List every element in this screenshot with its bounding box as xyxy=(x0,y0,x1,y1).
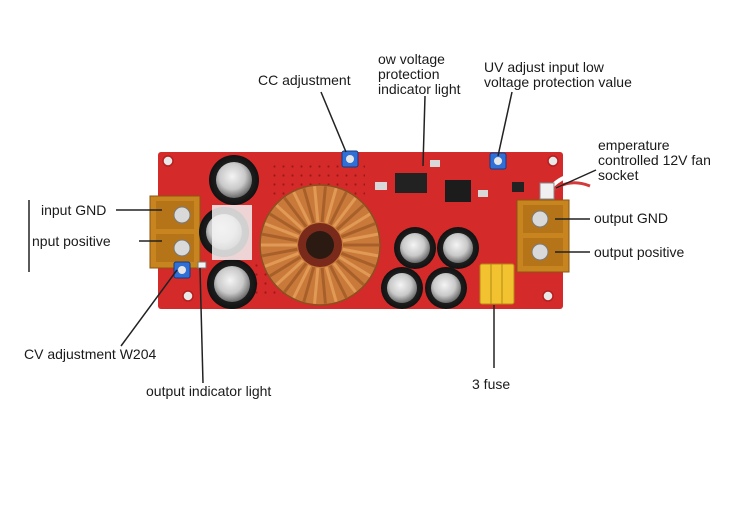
label-output-positive: output positive xyxy=(594,244,685,260)
coil-turn xyxy=(342,247,379,258)
fan-socket xyxy=(539,182,555,200)
coil-turn xyxy=(261,232,298,243)
mount-hole xyxy=(547,155,559,167)
coil-turn xyxy=(283,197,308,228)
label-fuse: 3 fuse xyxy=(472,376,511,392)
coil-windings xyxy=(261,186,379,304)
coil-turn xyxy=(302,266,316,303)
fuses xyxy=(479,263,515,305)
coil-turn xyxy=(335,259,365,286)
coil-turn xyxy=(324,266,338,303)
coil-turn xyxy=(328,191,348,226)
label-cv-adjustment: CV adjustment W204 xyxy=(24,346,157,362)
cc-trimpot-screw xyxy=(346,155,354,163)
coil-turn xyxy=(302,187,316,224)
output-indicator-led xyxy=(197,261,207,269)
mount-hole xyxy=(162,155,174,167)
coil-turn xyxy=(335,204,365,231)
coil-turn xyxy=(264,222,300,239)
coil-turn xyxy=(313,267,320,304)
coil-turn xyxy=(261,247,298,258)
output-capacitors xyxy=(381,227,479,309)
coil-turn xyxy=(292,191,312,226)
coil-turn xyxy=(324,187,338,224)
uv-trimpot-screw xyxy=(494,157,502,165)
label-output-gnd: output GND xyxy=(594,210,668,226)
label-input-positive: nput positive xyxy=(32,233,111,249)
coil-turn xyxy=(269,255,302,278)
coil-turn xyxy=(320,186,327,223)
mount-hole xyxy=(542,290,554,302)
coil-turn xyxy=(332,197,357,228)
coil-turn xyxy=(328,264,348,299)
output-terminal-block xyxy=(516,199,570,273)
input-capacitors xyxy=(199,155,259,309)
label-cc-adjustment: CC adjustment xyxy=(258,72,351,88)
control-ic xyxy=(375,160,524,202)
coil-turn xyxy=(332,262,357,293)
coil-turn xyxy=(320,267,327,304)
label-input-gnd: input GND xyxy=(41,202,107,218)
coil-turn xyxy=(313,186,320,223)
label-fan-socket: emperature controlled 12V fan socket xyxy=(598,137,711,183)
coil-turn xyxy=(264,251,300,268)
coil-turn xyxy=(292,264,312,299)
coil-turn xyxy=(340,222,376,239)
coil-turn xyxy=(340,251,376,268)
mount-hole xyxy=(182,290,194,302)
label-output-indicator-light: output indicator light xyxy=(146,383,272,399)
leader-lines xyxy=(28,91,597,384)
toroidal-inductor xyxy=(259,184,381,306)
cv-trimpot-screw xyxy=(178,266,186,274)
coil-turn xyxy=(283,262,308,293)
coil-turn xyxy=(269,212,302,235)
coil-turn xyxy=(275,259,305,286)
coil-turn xyxy=(275,204,305,231)
input-terminal-block xyxy=(149,195,201,269)
coil-turn xyxy=(338,212,371,235)
label-uv-adjust: UV adjust input low voltage protection v… xyxy=(484,59,632,90)
coil-turn xyxy=(342,232,379,243)
coil-turn xyxy=(338,255,371,278)
label-low-voltage-protection-light: ow voltage protection indicator light xyxy=(378,51,461,97)
